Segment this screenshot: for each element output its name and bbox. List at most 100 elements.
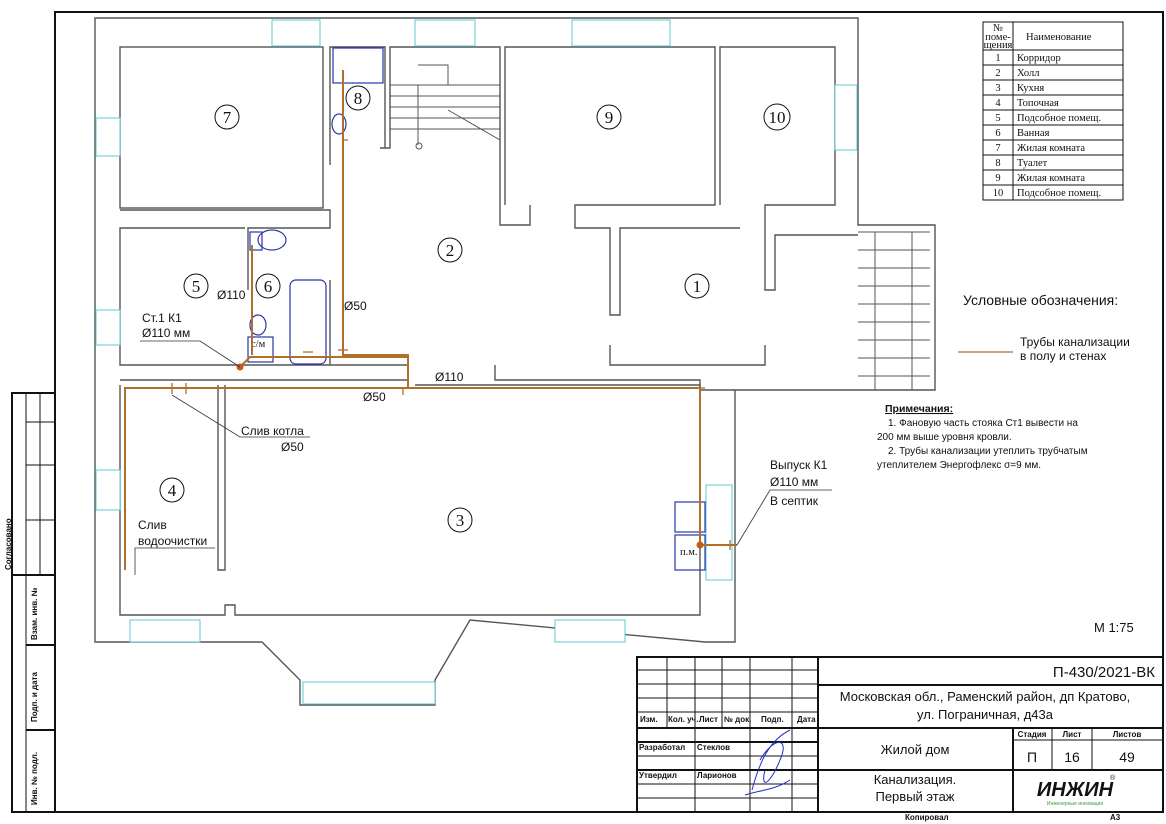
col-count: Кол. уч. bbox=[668, 715, 698, 724]
sheets-value: 49 bbox=[1119, 749, 1135, 765]
floor-plan: с/м п.м. bbox=[94, 17, 1013, 706]
boiler-drain-label: Слив котла bbox=[241, 424, 304, 438]
sheet-title-1: Канализация. bbox=[874, 772, 957, 787]
kitchen-sink bbox=[674, 501, 706, 533]
table-cell-name: Топочная bbox=[1017, 98, 1059, 109]
washer-label: с/м bbox=[251, 339, 266, 350]
side-stamp: Согласовано Взам. инв. № Подп. и дата Ин… bbox=[4, 392, 56, 813]
table-cell-name: Кухня bbox=[1017, 83, 1044, 94]
bath-pipe-diameter: Ø110 bbox=[217, 288, 246, 302]
room-number-3: 3 bbox=[456, 511, 465, 530]
filter-leader bbox=[134, 547, 215, 575]
table-cell-no: 4 bbox=[995, 98, 1001, 109]
dishwasher bbox=[674, 534, 706, 571]
sheet-title-2: Первый этаж bbox=[875, 789, 954, 804]
outlet-destination: В септик bbox=[770, 494, 819, 508]
col-date: Дата bbox=[797, 715, 816, 724]
company-logo: ИНЖИН bbox=[1037, 779, 1114, 801]
table-cell-no: 2 bbox=[995, 68, 1000, 79]
table-cell-name: Подсобное помещ. bbox=[1017, 113, 1101, 124]
col-change: Изм. bbox=[640, 715, 658, 724]
note-1b: 200 мм выше уровня кровли. bbox=[877, 432, 1012, 443]
outlet-leader bbox=[736, 489, 832, 546]
toilet-6 bbox=[257, 229, 287, 251]
table-cell-no: 1 bbox=[995, 53, 1000, 64]
interior-stair bbox=[390, 64, 501, 150]
room-10-outline bbox=[719, 46, 858, 291]
room-1-lower-wall bbox=[609, 345, 766, 366]
sewer-pipes bbox=[124, 70, 737, 570]
room-9-outline bbox=[504, 46, 740, 316]
company-logo-sub: Инженерные инновации bbox=[1047, 801, 1103, 807]
sheet-value: 16 bbox=[1064, 749, 1080, 765]
stage-value: П bbox=[1027, 749, 1037, 765]
note-2a: 2. Трубы канализации утеплить трубчатым bbox=[888, 445, 1088, 457]
legend-title: Условные обозначения: bbox=[963, 292, 1118, 308]
stamp-agreed: Согласовано bbox=[4, 518, 13, 570]
copied-label: Копировал bbox=[905, 813, 949, 822]
room-6-outline bbox=[120, 209, 331, 290]
room-4-partition bbox=[217, 385, 226, 571]
stack-label: Ст.1 К1 bbox=[142, 311, 182, 325]
table-cell-no: 3 bbox=[995, 83, 1000, 94]
room-5-outline bbox=[119, 227, 409, 381]
table-cell-name: Туалет bbox=[1017, 158, 1048, 169]
windows bbox=[95, 19, 858, 705]
developed-name: Стеклов bbox=[697, 743, 730, 752]
washer bbox=[247, 336, 274, 363]
legend-item-1: Трубы канализации bbox=[1020, 335, 1130, 349]
col-doc: № док. bbox=[724, 715, 751, 724]
main-pipe-d110: Ø110 bbox=[435, 370, 464, 384]
stair-hall-outline bbox=[380, 46, 531, 226]
table-cell-name: Подсобное помещ. bbox=[1017, 188, 1101, 199]
table-header-no-3: щения bbox=[984, 40, 1013, 51]
outlet-k1 bbox=[696, 541, 704, 549]
registered-mark: ® bbox=[1110, 774, 1116, 782]
notes-title: Примечания: bbox=[885, 403, 953, 415]
room-1-wall bbox=[494, 365, 735, 391]
outlet-label: Выпуск К1 bbox=[770, 458, 828, 472]
room-number-2: 2 bbox=[446, 241, 455, 260]
sheet-label: Лист bbox=[1063, 730, 1082, 739]
developed-label: Разработал bbox=[639, 743, 685, 752]
shower-tray bbox=[332, 47, 384, 84]
bathtub bbox=[289, 279, 327, 365]
room-number-7: 7 bbox=[223, 108, 232, 127]
room-number-4: 4 bbox=[168, 481, 177, 500]
room-number-1: 1 bbox=[693, 277, 702, 296]
filter-drain-label-1: Слив bbox=[138, 518, 167, 532]
room-number-5: 5 bbox=[192, 277, 201, 296]
table-cell-no: 6 bbox=[995, 128, 1000, 139]
dishwasher-label: п.м. bbox=[680, 547, 698, 558]
table-header-no-1: № bbox=[993, 23, 1003, 34]
signature bbox=[744, 729, 791, 796]
stamp-sign-date: Подп. и дата bbox=[30, 672, 39, 722]
title-block: Изм. Кол. уч. Лист № док. Подп. Дата Раз… bbox=[636, 656, 1164, 822]
table-cell-no: 8 bbox=[995, 158, 1000, 169]
format-label: А3 bbox=[1110, 813, 1121, 822]
approved-name: Ларионов bbox=[697, 771, 737, 780]
table-cell-no: 7 bbox=[995, 143, 1000, 154]
toilet-8 bbox=[331, 113, 347, 135]
address-line-2: ул. Пограничная, д43а bbox=[917, 707, 1054, 722]
table-cell-no: 10 bbox=[993, 188, 1004, 199]
sink-6 bbox=[249, 314, 267, 336]
room-number-8: 8 bbox=[354, 89, 363, 108]
boiler-drain-diameter: Ø50 bbox=[281, 440, 304, 454]
vertical-pipe-diameter: Ø50 bbox=[344, 299, 367, 313]
sheets-label: Листов bbox=[1113, 730, 1142, 739]
room-number-9: 9 bbox=[605, 108, 614, 127]
entrance-stairs bbox=[858, 231, 930, 390]
table-header-name: Наименование bbox=[1026, 32, 1092, 43]
filter-drain-label-2: водоочистки bbox=[138, 534, 207, 548]
main-pipe-d50: Ø50 bbox=[363, 390, 386, 404]
document-code: П-430/2021-ВК bbox=[1053, 664, 1155, 681]
outer-wall bbox=[94, 17, 936, 706]
outlet-diameter: Ø110 мм bbox=[770, 475, 818, 489]
note-2b: утеплителем Энергофлекс σ=9 мм. bbox=[877, 459, 1041, 471]
table-cell-name: Корридор bbox=[1017, 53, 1061, 64]
table-cell-no: 5 bbox=[995, 113, 1000, 124]
stamp-inv-orig: Инв. № подл. bbox=[30, 752, 39, 805]
